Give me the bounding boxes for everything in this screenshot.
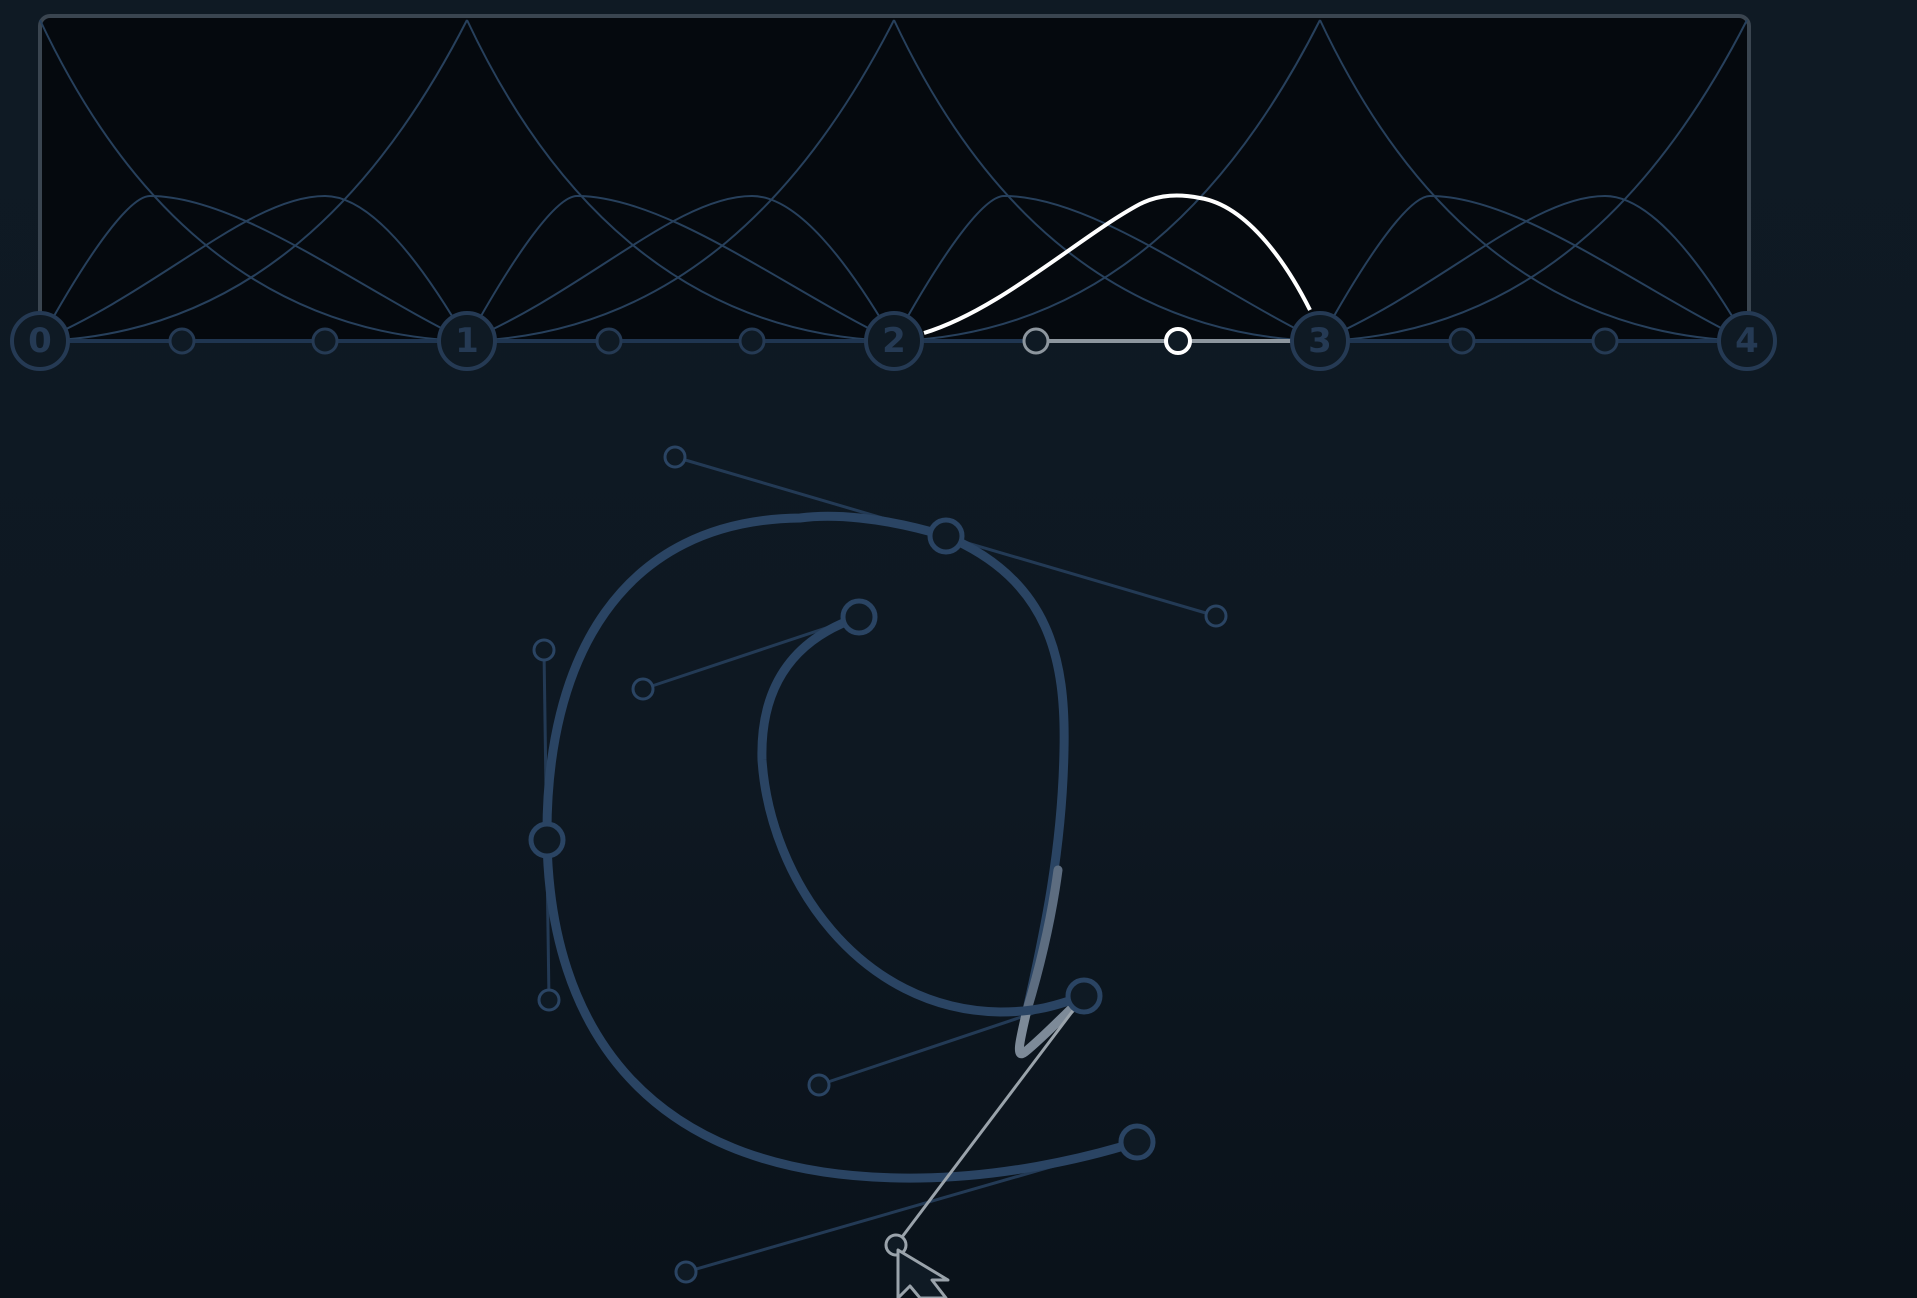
basis-curve [466,194,895,342]
handle-point[interactable] [1204,604,1228,628]
basis-curve [1319,194,1748,342]
curve-active-segment[interactable] [1014,991,1089,1059]
knot-0[interactable]: 0 [10,311,70,371]
handle-point[interactable] [674,1260,698,1284]
knot-1[interactable]: 1 [437,311,497,371]
basis-curve [893,19,1321,342]
knot-2[interactable]: 2 [864,311,924,371]
basis-curve [893,194,1321,342]
basis-curve [39,194,468,342]
anchor-point[interactable] [528,821,566,859]
highlighted-basis-curve [923,193,1312,335]
curve-inner[interactable] [757,612,1089,1017]
active-handle-line [894,995,1086,1246]
basis-curve [39,194,468,342]
anchor-points [528,517,1156,1161]
sub-knot-marker[interactable] [595,327,623,355]
sub-knot-marker[interactable] [311,327,339,355]
basis-curve [1319,19,1748,342]
handle-point[interactable] [532,638,556,662]
arrow-cursor-icon [896,1248,950,1298]
knot-3[interactable]: 3 [1290,311,1350,371]
handle-point[interactable] [663,445,687,469]
anchor-point[interactable] [1065,977,1103,1015]
anchor-point[interactable] [1118,1123,1156,1161]
knot-label: 1 [455,321,479,361]
sub-knot-marker[interactable] [1448,327,1476,355]
basis-curve [466,19,895,342]
basis-curve [893,19,1321,342]
anchor-point[interactable] [927,517,965,555]
curve-editor[interactable] [528,445,1228,1298]
handle-points [532,445,1228,1284]
basis-panel-background [38,14,1751,343]
knot-4[interactable]: 4 [1717,311,1777,371]
sub-knot-marker[interactable] [1591,327,1619,355]
basis-curve [39,19,468,342]
basis-curve [466,194,895,342]
curve-outer[interactable] [542,511,1142,1183]
basis-curves [39,19,1748,342]
sub-knot-marker[interactable] [738,327,766,355]
sub-knot-marker[interactable] [1022,327,1050,355]
handle-point[interactable] [537,988,561,1012]
sub-knot-marker[interactable] [168,327,196,355]
sub-knot-marker-selected[interactable] [1164,327,1192,355]
knot-label: 4 [1735,321,1759,361]
basis-panel: 0 1 2 3 4 [10,14,1777,371]
handle-point[interactable] [631,677,655,701]
knot-label: 2 [882,321,906,361]
knot-label: 3 [1308,321,1332,361]
basis-curve [1319,19,1748,342]
basis-curve [39,19,468,342]
knot-label: 0 [28,321,52,361]
knot-markers: 0 1 2 3 4 [10,311,1777,371]
anchor-point[interactable] [840,598,878,636]
sub-knot-markers [168,327,1619,355]
curve-active-gradient [1022,865,1063,1015]
basis-curve [466,19,895,342]
basis-curve [1319,194,1748,342]
handle-point-active[interactable] [884,1233,908,1257]
handle-point[interactable] [807,1073,831,1097]
